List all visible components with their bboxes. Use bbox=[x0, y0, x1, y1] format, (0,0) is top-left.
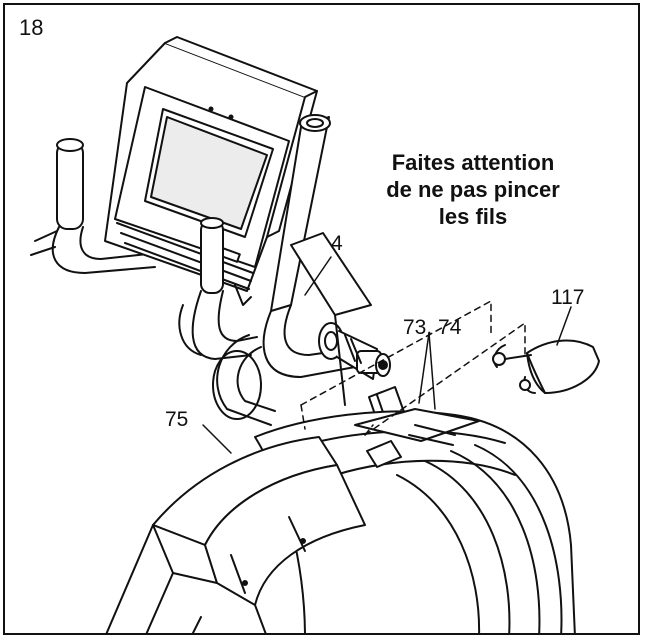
wire-pinch-warning: Faites attention de ne pas pincer les fi… bbox=[357, 149, 589, 230]
warning-line-1: Faites attention bbox=[391, 150, 555, 175]
left-handlebar bbox=[30, 138, 158, 274]
warning-line-3: les fils bbox=[438, 204, 508, 229]
callout-part-117: 117 bbox=[551, 286, 585, 309]
callout-part-4: 4 bbox=[331, 232, 343, 255]
front-cover-part-75 bbox=[105, 436, 366, 633]
step-number: 18 bbox=[19, 15, 44, 40]
warning-line-2: de ne pas pincer bbox=[386, 177, 560, 202]
pivot-axle bbox=[318, 322, 391, 380]
diagram-frame: 18 Faites attention de ne pas pincer les… bbox=[3, 3, 640, 635]
callout-part-75: 75 bbox=[165, 408, 189, 431]
assembly-guide-lines bbox=[300, 300, 526, 436]
callout-part-73-74: 73, 74 bbox=[403, 316, 462, 339]
rear-cover-part-117 bbox=[492, 339, 600, 394]
upright-arm bbox=[212, 114, 356, 426]
console bbox=[104, 36, 318, 306]
leader-lines bbox=[202, 256, 572, 454]
elliptical-assembly-illustration bbox=[30, 36, 600, 633]
center-handlebar bbox=[178, 217, 258, 360]
